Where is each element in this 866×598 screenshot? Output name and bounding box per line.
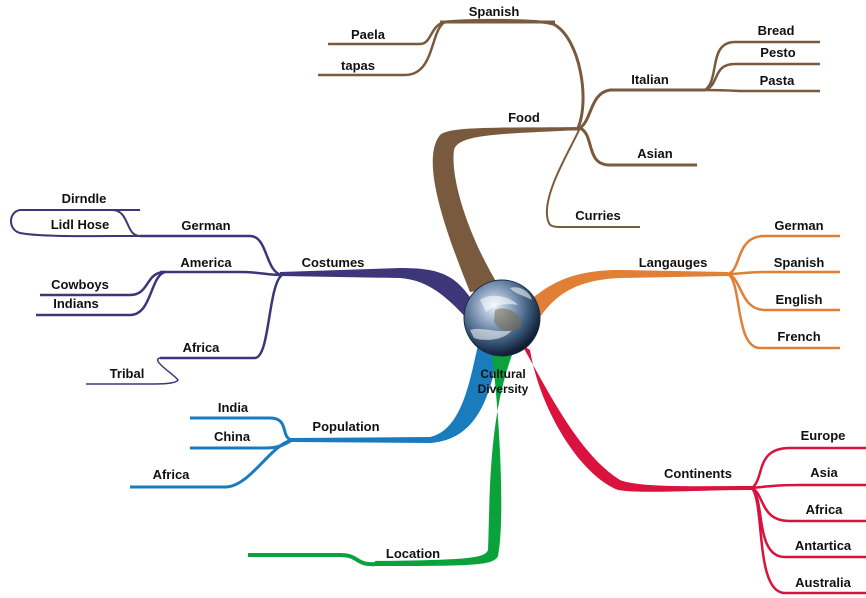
german-lidlhose-link [10,209,141,238]
location-tail-link [248,553,378,567]
africa-costume-label: Africa [183,340,221,355]
continents-asia-link [751,483,866,490]
population-africa-link [130,438,293,489]
food-label: Food [508,110,540,125]
italian-pesto-link [704,62,820,92]
curries-label: Curries [575,208,621,223]
costumes-branch: Costumes German Dirndle Lidl Hose Americ… [10,191,472,385]
language-english-label: English [776,292,823,307]
continents-europe-link [751,446,866,489]
america-costume-label: America [180,255,232,270]
continents-branch: Continents Europe Asia Africa Antartica … [522,345,866,595]
spanish-tapas-link [318,20,446,77]
continents-main-branch [522,345,752,492]
lidl-hose-label: Lidl Hose [51,217,110,232]
continents-australia-link [750,487,866,595]
pesto-label: Pesto [760,45,795,60]
italian-bread-link [704,40,820,92]
tapas-label: tapas [341,58,375,73]
costumes-america-link [160,270,283,277]
costumes-label: Costumes [302,255,365,270]
population-main-branch [290,345,498,443]
paela-label: Paela [351,27,386,42]
continents-africa-link [751,486,866,523]
dirndle-label: Dirndle [62,191,107,206]
cowboys-label: Cowboys [51,277,109,292]
asia-label: Asia [810,465,838,480]
continents-africa-label: Africa [806,502,844,517]
language-spanish-label: Spanish [774,255,825,270]
food-curries-link [545,127,640,228]
german-costume-label: German [181,218,230,233]
tribal-label: Tribal [110,366,145,381]
bread-label: Bread [758,23,795,38]
languages-german-link [727,234,840,276]
pasta-label: Pasta [760,73,795,88]
costumes-main-branch [280,268,472,322]
italian-label: Italian [631,72,669,87]
italian-pasta-link [704,88,820,93]
location-label: Location [386,546,440,561]
population-india-link [190,416,293,442]
languages-branch: Langauges German Spanish English French [528,218,840,350]
globe-landmass [494,308,522,332]
america-indians-link [36,270,166,317]
spanish-paela-link [328,20,446,46]
globe-cloud-swirl [470,287,532,340]
food-branch: Food Spanish Paela tapas Italian Bread P… [318,4,820,292]
languages-french-link [727,272,840,350]
costumes-africa-link [160,273,283,360]
languages-english-link [727,272,840,312]
location-main-branch [375,355,512,566]
food-asian-link [579,126,697,167]
antartica-label: Antartica [795,538,852,553]
africa-tribal-link [86,357,179,385]
location-branch: Location [248,355,512,567]
languages-spanish-link [727,270,840,276]
america-cowboys-link [40,270,166,297]
costumes-german-link [140,234,283,277]
population-india-label: India [218,400,249,415]
languages-main-branch [528,270,728,320]
continents-label: Continents [664,466,732,481]
languages-label: Langauges [639,255,708,270]
indians-label: Indians [53,296,99,311]
center-title-line2: Diversity [478,382,529,396]
spanish-food-label: Spanish [469,4,520,19]
center-node: Cultural Diversity [463,279,541,396]
language-french-label: French [777,329,820,344]
food-main-branch [432,127,580,292]
asian-label: Asian [637,146,672,161]
population-label: Population [312,419,379,434]
center-title-line1: Cultural [480,367,525,381]
population-china-label: China [214,429,251,444]
australia-label: Australia [795,575,851,590]
europe-label: Europe [801,428,846,443]
food-italian-link [578,88,705,130]
population-africa-label: Africa [153,467,191,482]
language-german-label: German [774,218,823,233]
population-branch: Population India China Africa [130,345,498,489]
